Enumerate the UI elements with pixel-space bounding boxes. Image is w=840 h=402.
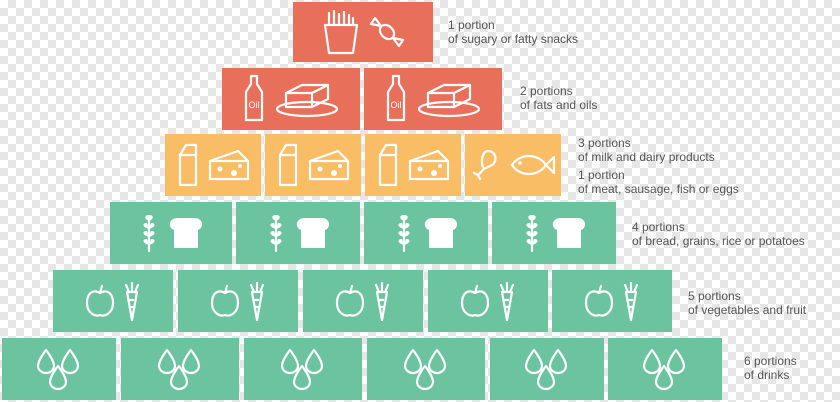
carrot-icon	[623, 281, 639, 322]
milk-carton-icon	[178, 143, 198, 187]
pyramid-block-sweets	[293, 2, 433, 62]
tier-label-sweets: 1 portion of sugary or fatty snacks	[448, 18, 578, 46]
oil-bottle-icon: Oil	[386, 74, 406, 122]
candy-icon	[369, 16, 405, 48]
pyramid-block-veg-2	[178, 270, 298, 332]
carrot-icon	[499, 281, 515, 322]
water-drops-icon	[157, 348, 201, 391]
water-drops-icon	[524, 348, 568, 391]
water-drops-icon	[36, 348, 80, 391]
water-drops-icon	[280, 348, 324, 391]
apple-icon	[335, 284, 365, 317]
bread-icon	[296, 218, 330, 248]
portion-count: 5 portions	[688, 289, 741, 303]
pyramid-block-veg-1	[53, 270, 173, 332]
pyramid-block-veg-3	[303, 270, 423, 332]
portion-description: of milk and dairy products	[578, 150, 715, 164]
oil-bottle-icon: Oil	[244, 74, 264, 122]
pyramid-block-grains-3	[364, 202, 488, 264]
portion-count: 6 portions	[744, 354, 797, 368]
wheat-icon	[270, 215, 282, 253]
apple-icon	[85, 284, 115, 317]
portion-description: of vegetables and fruit	[688, 303, 807, 317]
portion-count: 3 portions	[578, 136, 631, 150]
apple-icon	[460, 284, 490, 317]
butter-icon	[417, 83, 481, 118]
portion-count: 4 portions	[632, 220, 685, 234]
water-drops-icon	[403, 348, 447, 391]
portion-description: of meat, sausage, fish or eggs	[578, 182, 739, 196]
portion-count: 1 portion	[578, 168, 625, 182]
pyramid-block-drinks-4	[367, 338, 485, 400]
tier-label-drinks: 6 portions of drinks	[744, 354, 797, 382]
pyramid-block-fats-2: Oil	[364, 68, 502, 130]
pyramid-block-dairy-2	[265, 134, 361, 196]
pyramid-block-meat	[465, 134, 561, 196]
wheat-icon	[398, 215, 410, 253]
carrot-icon	[374, 281, 390, 322]
milk-carton-icon	[378, 143, 398, 187]
pyramid-block-fats-1: Oil	[222, 68, 360, 130]
portion-count: 1 portion	[448, 18, 495, 32]
apple-icon	[584, 284, 614, 317]
bread-icon	[552, 218, 586, 248]
fish-icon	[510, 154, 556, 176]
pyramid-block-veg-4	[428, 270, 548, 332]
water-drops-icon	[642, 348, 686, 391]
bread-icon	[424, 218, 458, 248]
tier-label-dairy: 3 portions of milk and dairy products	[578, 136, 715, 164]
portion-description: of fats and oils	[520, 98, 598, 112]
pyramid-block-drinks-6	[608, 338, 722, 400]
cheese-icon	[208, 149, 250, 181]
fries-icon	[323, 9, 359, 55]
tier-label-meat: 1 portion of meat, sausage, fish or eggs	[578, 168, 739, 196]
pyramid-block-drinks-2	[121, 338, 239, 400]
pyramid-block-grains-2	[236, 202, 360, 264]
oil-label: Oil	[391, 100, 402, 110]
cheese-icon	[308, 149, 350, 181]
wheat-icon	[526, 215, 538, 253]
pyramid-block-grains-1	[110, 202, 232, 264]
butter-icon	[275, 83, 339, 118]
pyramid-block-drinks-1	[2, 338, 116, 400]
chicken-leg-icon	[472, 149, 497, 181]
carrot-icon	[249, 281, 265, 322]
tier-label-veg: 5 portions of vegetables and fruit	[688, 289, 806, 317]
pyramid-block-dairy-3	[365, 134, 461, 196]
pyramid-block-grains-4	[492, 202, 616, 264]
milk-carton-icon	[278, 143, 298, 187]
tier-label-fats: 2 portions of fats and oils	[520, 84, 597, 112]
portion-count: 2 portions	[520, 84, 573, 98]
wheat-icon	[143, 215, 155, 253]
tier-label-grains: 4 portions of bread, grains, rice or pot…	[632, 220, 805, 248]
carrot-icon	[124, 281, 140, 322]
cheese-icon	[408, 149, 450, 181]
portion-description: of sugary or fatty snacks	[448, 32, 579, 46]
pyramid-block-dairy-1	[165, 134, 261, 196]
oil-label: Oil	[249, 100, 260, 110]
pyramid-block-drinks-5	[490, 338, 604, 400]
portion-description: of bread, grains, rice or potatoes	[632, 234, 805, 248]
portion-description: of drinks	[744, 368, 790, 382]
bread-icon	[169, 218, 203, 248]
apple-icon	[210, 284, 240, 317]
pyramid-block-drinks-3	[244, 338, 362, 400]
pyramid-block-veg-5	[552, 270, 672, 332]
